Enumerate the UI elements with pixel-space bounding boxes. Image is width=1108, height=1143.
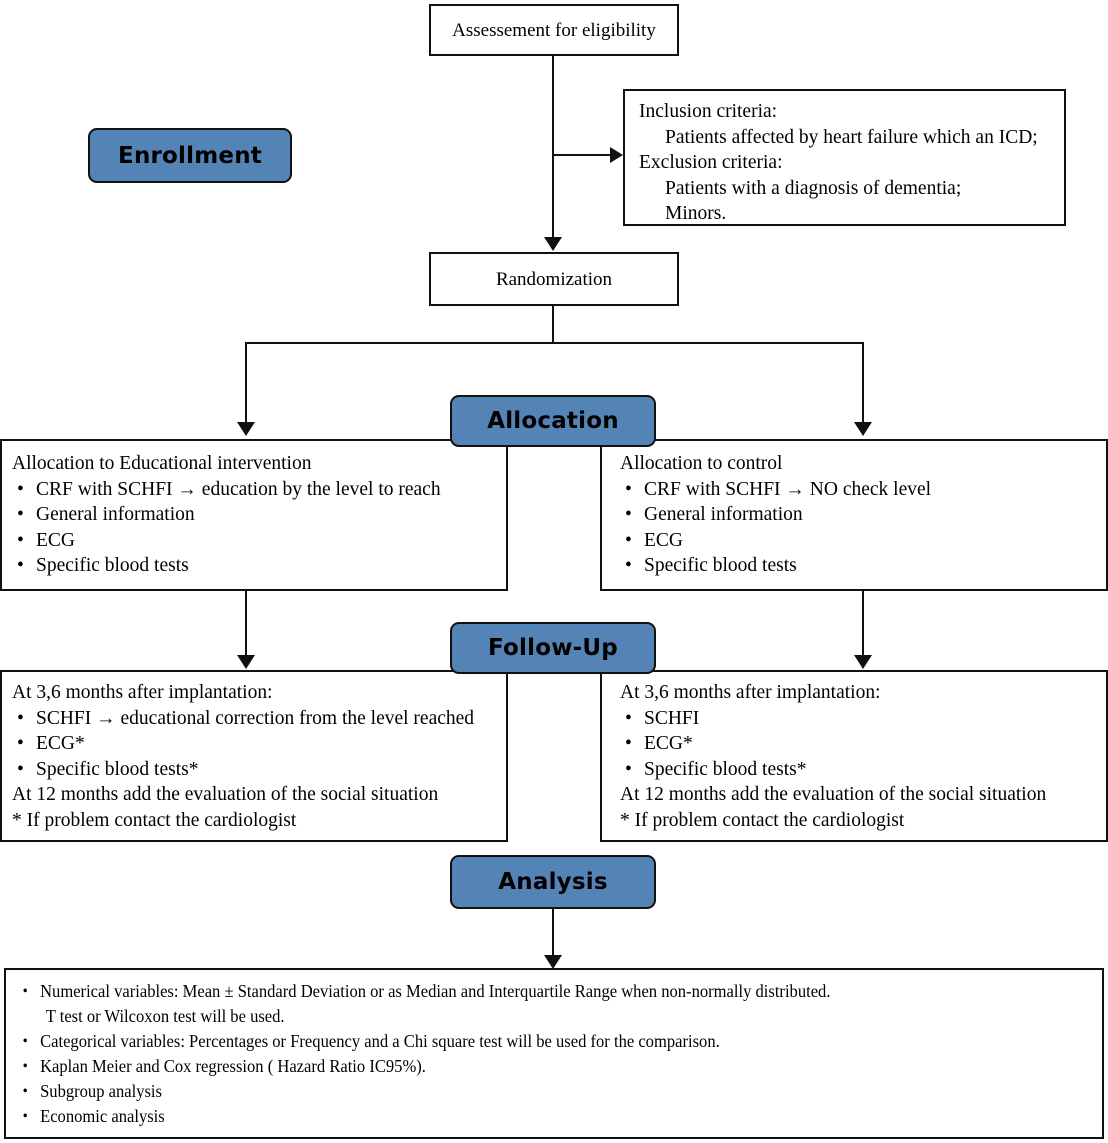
connector-allocation-split-bar: [245, 342, 864, 344]
stage-badge-enrollment-label: Enrollment: [118, 142, 262, 169]
allocation-left-item: ECG: [12, 528, 500, 554]
allocation-right-item: CRF with SCHFI → NO check level: [620, 477, 1100, 503]
followup-right-item: SCHFI: [620, 706, 1100, 732]
allocation-right-item: General information: [620, 502, 1100, 528]
node-assessment: Assessement for eligibility: [429, 4, 679, 56]
followup-left-item: ECG*: [12, 731, 500, 757]
allocation-left-heading: Allocation to Educational intervention: [12, 453, 312, 474]
connector-allocation-right-drop: [862, 342, 864, 424]
criteria-exclusion-item-2: Minors.: [665, 203, 727, 224]
followup-right-text: At 3,6 months after implantation: SCHFI …: [620, 680, 1100, 833]
allocation-right-heading: Allocation to control: [620, 453, 783, 474]
criteria-exclusion-heading: Exclusion criteria:: [639, 152, 783, 173]
arrowhead-into-criteria: [610, 147, 623, 163]
connector-assessment-to-randomization: [552, 56, 554, 239]
connector-randomization-stem: [552, 306, 554, 342]
allocation-left-item: Specific blood tests: [12, 553, 500, 579]
allocation-right-item: ECG: [620, 528, 1100, 554]
node-criteria: Inclusion criteria: Patients affected by…: [623, 89, 1066, 226]
stage-badge-allocation: Allocation: [450, 395, 656, 447]
analysis-panel-text: Numerical variables: Mean ± Standard Dev…: [18, 979, 1096, 1129]
followup-left-footer-2: * If problem contact the cardiologist: [12, 809, 297, 831]
followup-left-text: At 3,6 months after implantation: SCHFI …: [12, 680, 500, 833]
stage-badge-allocation-label: Allocation: [487, 408, 619, 434]
criteria-inclusion-heading: Inclusion criteria:: [639, 101, 778, 122]
stage-badge-followup: Follow-Up: [450, 622, 656, 674]
stage-badge-enrollment: Enrollment: [88, 128, 292, 183]
node-assessment-label: Assessement for eligibility: [452, 19, 656, 41]
connector-analysis-drop: [552, 909, 554, 957]
criteria-exclusion-item-1: Patients with a diagnosis of dementia;: [665, 177, 962, 199]
node-randomization-label: Randomization: [495, 268, 613, 290]
stage-badge-analysis: Analysis: [450, 855, 656, 909]
followup-left-item: SCHFI → educational correction from the …: [12, 706, 500, 732]
node-allocation-right: Allocation to control CRF with SCHFI → N…: [600, 439, 1108, 591]
followup-right-footer-1: At 12 months add the evaluation of the s…: [620, 784, 1047, 805]
arrowhead-into-randomization: [544, 237, 562, 251]
connector-trunk-to-criteria: [552, 154, 613, 156]
analysis-item: Categorical variables: Percentages or Fr…: [18, 1029, 1010, 1054]
stage-badge-followup-label: Follow-Up: [488, 635, 618, 661]
criteria-inclusion-item: Patients affected by heart failure which…: [665, 126, 1038, 148]
node-randomization: Randomization: [429, 252, 679, 306]
node-followup-left: At 3,6 months after implantation: SCHFI …: [0, 670, 508, 842]
node-followup-right: At 3,6 months after implantation: SCHFI …: [600, 670, 1108, 842]
followup-right-heading: At 3,6 months after implantation:: [620, 682, 881, 703]
analysis-item-continuation: T test or Wilcoxon test will be used.: [41, 1006, 285, 1026]
arrowhead-into-followup-right: [854, 655, 872, 669]
stage-badge-analysis-label: Analysis: [498, 869, 608, 895]
connector-followup-right-drop: [862, 591, 864, 657]
arrowhead-into-allocation-left: [237, 422, 255, 436]
allocation-right-item: Specific blood tests: [620, 553, 1100, 579]
node-analysis-panel: Numerical variables: Mean ± Standard Dev…: [4, 968, 1104, 1139]
analysis-item: Subgroup analysis: [18, 1079, 1010, 1104]
connector-allocation-left-drop: [245, 342, 247, 424]
arrowhead-into-followup-left: [237, 655, 255, 669]
followup-right-item: ECG*: [620, 731, 1100, 757]
arrowhead-into-allocation-right: [854, 422, 872, 436]
followup-right-item: Specific blood tests*: [620, 757, 1100, 783]
followup-left-heading: At 3,6 months after implantation:: [12, 682, 273, 703]
followup-left-footer-1: At 12 months add the evaluation of the s…: [12, 784, 439, 805]
allocation-left-text: Allocation to Educational intervention C…: [12, 451, 500, 579]
allocation-right-text: Allocation to control CRF with SCHFI → N…: [620, 451, 1100, 579]
allocation-left-item: General information: [12, 502, 500, 528]
analysis-item: Economic analysis: [18, 1104, 1010, 1129]
followup-left-item: Specific blood tests*: [12, 757, 500, 783]
arrowhead-into-analysis-panel: [544, 955, 562, 969]
followup-right-footer-2: * If problem contact the cardiologist: [620, 809, 905, 831]
allocation-left-item: CRF with SCHFI → education by the level …: [12, 477, 500, 503]
analysis-item: Numerical variables: Mean ± Standard Dev…: [18, 979, 1010, 1004]
criteria-text: Inclusion criteria: Patients affected by…: [639, 99, 1058, 227]
connector-followup-left-drop: [245, 591, 247, 657]
analysis-item: Kaplan Meier and Cox regression ( Hazard…: [18, 1054, 1010, 1079]
node-allocation-left: Allocation to Educational intervention C…: [0, 439, 508, 591]
